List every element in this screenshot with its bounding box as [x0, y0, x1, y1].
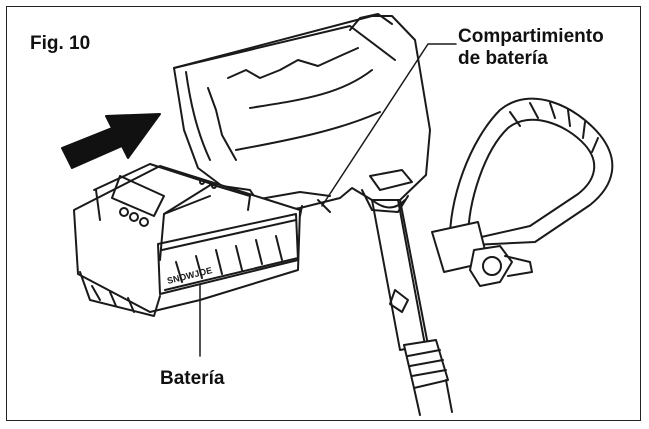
insert-arrow-icon: [61, 113, 161, 169]
compartment-leader-line: [321, 43, 457, 207]
compartment-callout-line-2: de batería: [458, 48, 548, 69]
compartment-callout-line-1: Compartimiento: [458, 26, 604, 47]
battery-callout: Batería: [160, 368, 225, 389]
compartment-callout: Compartimiento de batería: [458, 26, 604, 70]
battery-led-3: [139, 217, 149, 227]
battery-led-1: [119, 207, 129, 217]
battery-led-2: [129, 212, 139, 222]
figure-label: Fig. 10: [30, 33, 91, 54]
tool-body: [173, 13, 431, 225]
d-handle: [431, 97, 614, 287]
battery-pack: [73, 163, 301, 317]
figure-frame: [6, 6, 641, 421]
